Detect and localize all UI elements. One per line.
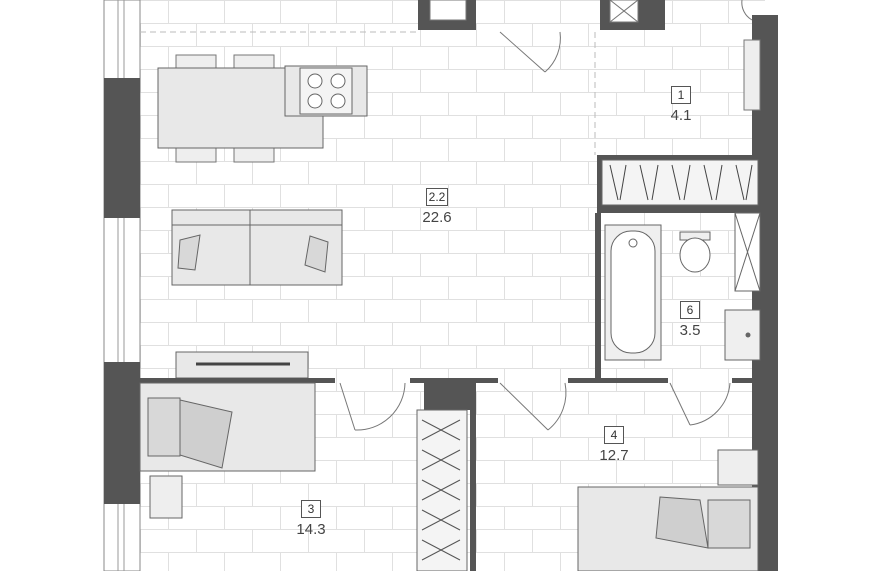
room-area: 22.6	[422, 209, 452, 226]
hall-wardrobe	[597, 155, 765, 213]
room-number: 6	[680, 301, 700, 319]
room-number: 3	[301, 500, 321, 518]
room-label-3: 3 14.3	[281, 500, 341, 538]
bed-room-4	[577, 449, 759, 571]
doors	[339, 382, 731, 431]
room-label-2-2: 2.2 22.6	[407, 188, 467, 226]
left-exterior-wall	[103, 0, 141, 571]
bathroom	[595, 212, 761, 383]
bed-room-3	[139, 382, 316, 519]
sofa	[171, 209, 343, 286]
room-label-6: 6 3.5	[660, 301, 720, 339]
bedroom-wardrobe	[416, 409, 468, 571]
tv-stand	[175, 351, 309, 379]
room-label-4: 4 12.7	[584, 426, 644, 464]
room-area: 12.7	[599, 447, 629, 464]
room-number: 4	[604, 426, 624, 444]
top-wall-fixtures	[140, 0, 753, 155]
room-area: 14.3	[296, 521, 326, 538]
radiator	[743, 39, 761, 111]
room-area: 4.1	[670, 107, 692, 124]
room-area: 3.5	[679, 322, 701, 339]
room-number: 1	[671, 86, 691, 104]
room-number: 2.2	[425, 188, 449, 206]
stove	[284, 65, 368, 117]
interior-wall-horizontal	[140, 378, 762, 571]
room-label-1: 1 4.1	[651, 86, 711, 124]
